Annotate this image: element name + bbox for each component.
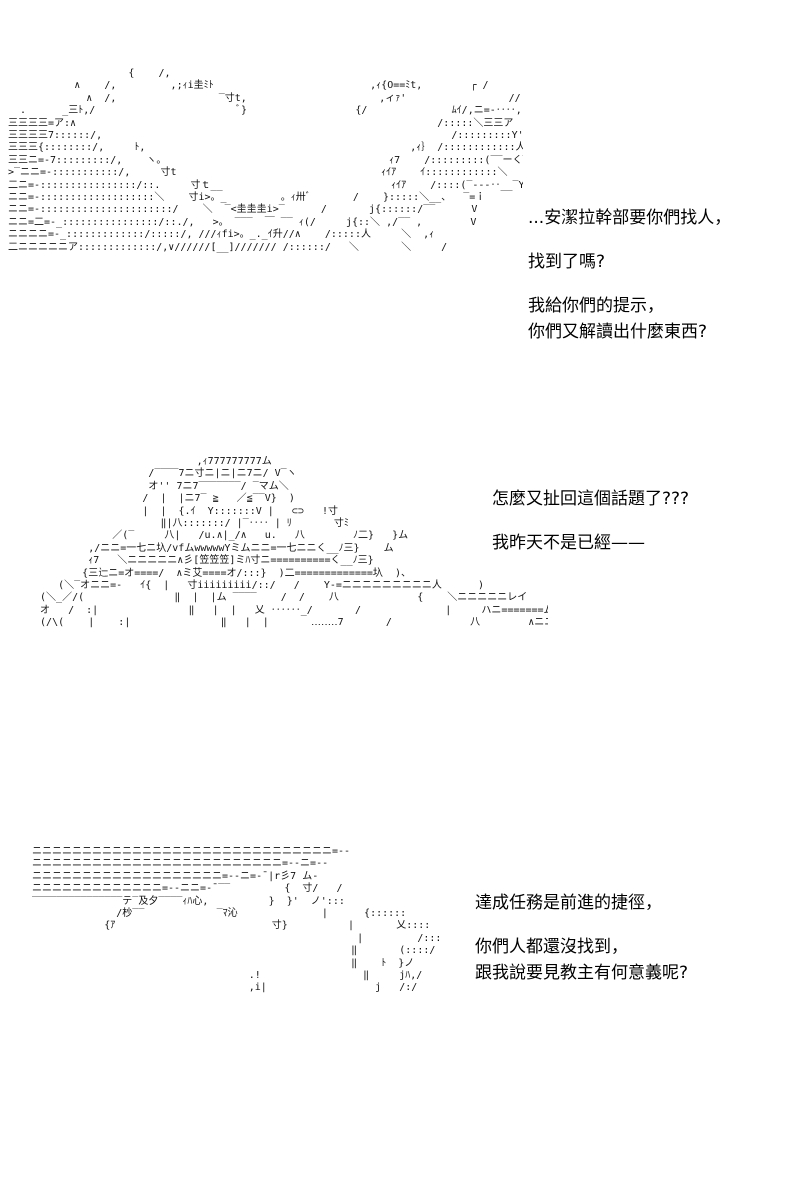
dialogue-caption-2: 怎麼又扯回這個話題了??? 我昨天不是已經——: [492, 486, 689, 556]
dialogue-line: 怎麼又扯回這個話題了???: [492, 489, 690, 509]
dialogue-line: 找到了嗎?: [528, 252, 606, 272]
panel-2: ,ｨ777777777ム /‾‾‾‾7ニ寸ニ|ニ|ニ7ニ/ V‾ヽ オ'' 7ニ…: [0, 450, 800, 730]
dialogue-line: ...安潔拉幹部要你們找人，: [528, 208, 732, 228]
dialogue-caption-3: 達成任務是前進的捷徑， 你們人都還沒找到， 跟我說要見教主有何意義呢?: [475, 890, 688, 986]
ascii-art-scene-3: ニニニニニニニニニニニニニニニニニニニニニニニニニニニニニニ=-‐ ニニニニニニ…: [32, 846, 442, 994]
dialogue-line: 跟我說要見教主有何意義呢?: [475, 963, 689, 983]
dialogue-line: 我給你們的提示，: [528, 296, 664, 316]
dialogue-line: 達成任務是前進的捷徑，: [475, 893, 662, 913]
dialogue-line: 你們人都還沒找到，: [475, 937, 628, 957]
ascii-art-scene-2: ,ｨ777777777ム /‾‾‾‾7ニ寸ニ|ニ|ニ7ニ/ V‾ヽ オ'' 7ニ…: [40, 456, 548, 629]
dialogue-line: 你們又解讀出什麼東西?: [528, 322, 708, 342]
panel-3: ニニニニニニニニニニニニニニニニニニニニニニニニニニニニニニ=-‐ ニニニニニニ…: [0, 840, 800, 1080]
dialogue-caption-1: ...安潔拉幹部要你們找人， 找到了嗎? 我給你們的提示， 你們又解讀出什麼東西…: [528, 205, 731, 345]
ascii-art-scene-1: { /, ∧ /, ,;ｨi圭ﾐﾄ ,ｨ{O==ﾐt, ┌ / ∧ /, ‾寸t…: [8, 68, 523, 253]
panel-1: { /, ∧ /, ,;ｨi圭ﾐﾄ ,ｨ{O==ﾐt, ┌ / ∧ /, ‾寸t…: [0, 60, 800, 350]
dialogue-line: 我昨天不是已經——: [492, 533, 645, 553]
